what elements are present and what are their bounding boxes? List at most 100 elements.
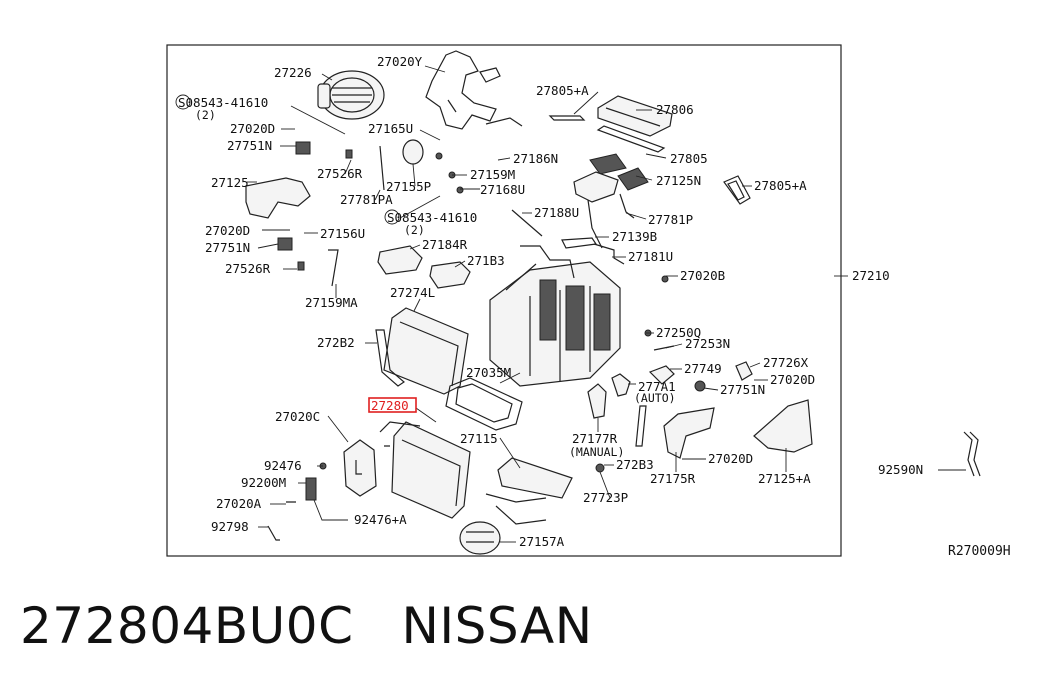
callout-27035M: 27035M	[466, 365, 511, 380]
callout-27115: 27115	[460, 431, 498, 446]
diagram-reference-code: R270009H	[948, 544, 1011, 559]
callout-92476: 92476	[264, 458, 302, 473]
callout-qty-2-top: (2)	[195, 108, 216, 122]
callout-27751N-3: 27751N	[720, 382, 765, 397]
hose-92590N	[963, 431, 981, 477]
screw-symbol-mid	[384, 209, 400, 225]
callout-92798: 92798	[211, 519, 249, 534]
callout-27280-highlighted[interactable]: 27280	[371, 398, 409, 413]
vent-27184R	[377, 245, 423, 275]
duct-27125A	[753, 399, 813, 453]
callout-27156U: 27156U	[320, 226, 365, 241]
grid-part-27125N	[617, 167, 649, 191]
duct-27175R	[663, 407, 715, 459]
callout-27177R: 27177R	[572, 431, 618, 446]
callout-272B3: 272B3	[616, 457, 654, 472]
pipe-272B2	[375, 329, 405, 387]
callout-27020D-3: 27020D	[770, 372, 815, 387]
blower-motor-shape	[317, 70, 385, 120]
callout-27210: 27210	[852, 268, 890, 283]
filter-rail-shape	[548, 115, 586, 121]
callout-27020D-1: 27020D	[230, 121, 275, 136]
callout-27184R: 27184R	[422, 237, 468, 252]
callout-27020D-4: 27020D	[708, 451, 753, 466]
callout-08543-41610-mid: S08543-41610	[387, 210, 477, 225]
callout-27188U: 27188U	[534, 205, 579, 220]
callout-27749: 27749	[684, 361, 722, 376]
callout-272B2: 272B2	[317, 335, 355, 350]
callout-27175R: 27175R	[650, 471, 696, 486]
callout-27159MA: 27159MA	[305, 295, 358, 310]
callout-27125N: 27125N	[656, 173, 701, 188]
callout-manual: (MANUAL)	[569, 445, 624, 459]
brand-name: NISSAN	[401, 597, 593, 655]
actuator-27177R	[587, 383, 607, 419]
rod-shapes	[511, 193, 635, 249]
callout-27751N-2: 27751N	[205, 240, 250, 255]
actuator-277A1	[611, 373, 631, 397]
callout-27159M: 27159M	[470, 167, 515, 182]
callout-27723P: 27723P	[583, 490, 628, 505]
callout-27181U: 27181U	[628, 249, 673, 264]
callout-27274L: 27274L	[390, 285, 435, 300]
callout-27020A: 27020A	[216, 496, 262, 511]
callout-27781PA: 27781PA	[340, 192, 393, 207]
heater-unit-shape	[489, 245, 621, 387]
callout-27125A: 27125+A	[758, 471, 811, 486]
callout-271B3: 271B3	[467, 253, 505, 268]
ring-seal-shape	[723, 175, 751, 205]
callout-277A1: 277A1	[638, 379, 676, 394]
callout-27020C: 27020C	[275, 409, 320, 424]
actuator-27155P	[402, 139, 424, 165]
callout-92476A: 92476+A	[354, 512, 407, 527]
callout-27805: 27805	[670, 151, 708, 166]
diagram-frame	[166, 44, 842, 557]
callout-27526R-2: 27526R	[225, 261, 271, 276]
actuator-27726X	[735, 361, 753, 381]
callout-27226: 27226	[274, 65, 312, 80]
callout-27781P: 27781P	[648, 212, 693, 227]
part-shapes	[245, 50, 981, 555]
callout-labels: 27226 27020Y S08543-41610 (2) 27805+A 27…	[175, 54, 923, 549]
callout-27020D-2: 27020D	[205, 223, 250, 238]
heater-core-27280	[391, 421, 471, 519]
seal-27035M	[445, 377, 523, 431]
part-caption: 272804BU0C NISSAN	[20, 597, 593, 655]
highlight-box	[368, 397, 417, 413]
callout-27805A-right: 27805+A	[754, 178, 807, 193]
filter-27806-shape	[597, 95, 673, 137]
screw-symbol-top	[175, 94, 191, 110]
callout-27726X: 27726X	[763, 355, 809, 370]
left-duct-shape	[245, 177, 311, 219]
harness-shape	[425, 50, 497, 130]
callout-27751N-1: 27751N	[227, 138, 272, 153]
clip-27751N-bottom	[277, 237, 293, 251]
clip-27751N-top	[295, 141, 311, 155]
callout-27526R-1: 27526R	[317, 166, 363, 181]
callout-92200M: 92200M	[241, 475, 286, 490]
motor-27157A	[459, 521, 501, 555]
callout-92590N: 92590N	[878, 462, 923, 477]
evaporator-27274L	[383, 307, 469, 395]
cover-27020C	[343, 439, 377, 497]
callout-27250Q: 27250Q	[656, 325, 701, 340]
grid-part-27186N	[589, 153, 627, 175]
callout-27155P: 27155P	[386, 179, 431, 194]
callout-08543-41610-top: S08543-41610	[178, 95, 268, 110]
callout-27253N: 27253N	[685, 336, 730, 351]
callout-27165U: 27165U	[368, 121, 413, 136]
actuator-27749	[648, 365, 675, 385]
callout-27157A: 27157A	[519, 534, 565, 549]
filter-27805-shape	[596, 125, 666, 153]
callout-27139B: 27139B	[612, 229, 657, 244]
callout-27168U: 27168U	[480, 182, 525, 197]
callout-27805A-top: 27805+A	[536, 83, 589, 98]
callout-27020B: 27020B	[680, 268, 725, 283]
callout-27186N: 27186N	[513, 151, 558, 166]
callout-27020Y: 27020Y	[377, 54, 423, 69]
part-number: 272804BU0C	[20, 597, 354, 655]
callout-27125: 27125	[211, 175, 249, 190]
clip-92200M	[305, 477, 317, 501]
callout-auto: (AUTO)	[634, 391, 676, 405]
